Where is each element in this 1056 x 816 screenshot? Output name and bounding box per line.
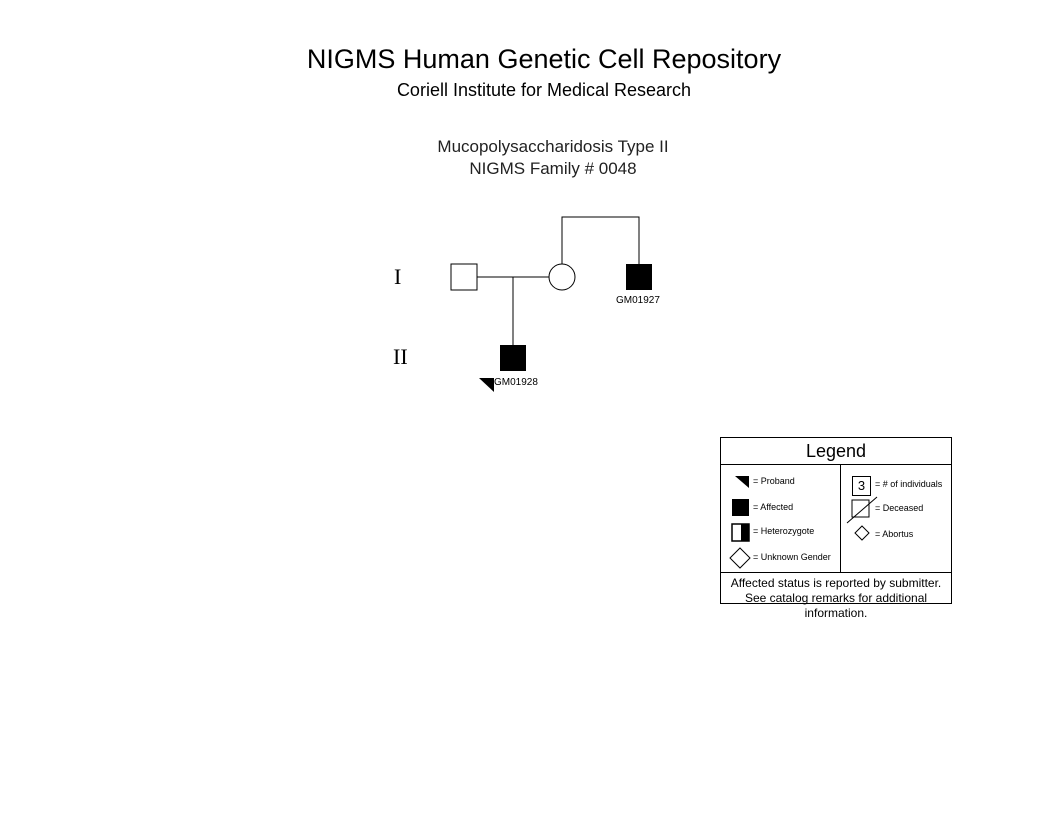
male-affected-symbol bbox=[626, 264, 652, 290]
legend-affected-label: = Affected bbox=[753, 502, 794, 512]
number-box-icon: 3 bbox=[852, 476, 871, 496]
legend-title: Legend bbox=[721, 438, 951, 465]
male-unaffected-symbol bbox=[450, 263, 478, 291]
legend-individuals-label: = # of individuals bbox=[875, 479, 943, 489]
page-subtitle: Coriell Institute for Medical Research bbox=[396, 80, 692, 100]
legend-deceased-label: = Deceased bbox=[875, 503, 924, 513]
family-number: NIGMS Family # 0048 bbox=[469, 159, 637, 178]
legend-divider bbox=[840, 465, 841, 572]
proband-affected-symbol bbox=[500, 345, 526, 371]
proband-arrow-icon bbox=[479, 378, 494, 392]
deceased-square-icon bbox=[846, 496, 878, 524]
legend-body: = Proband = Affected = Heterozygote = Un… bbox=[721, 465, 951, 573]
individual-id-label: GM01927 bbox=[616, 295, 660, 306]
page-title: NIGMS Human Genetic Cell Repository bbox=[306, 44, 782, 74]
unknown-gender-diamond-icon bbox=[729, 547, 751, 569]
legend-abortus-label: = Abortus bbox=[875, 529, 914, 539]
proband-arrow-icon bbox=[735, 476, 749, 488]
legend-unknown-gender-label: = Unknown Gender bbox=[753, 552, 831, 562]
legend-box: Legend = Proband = Affected = Heterozygo… bbox=[720, 437, 952, 620]
sibship-line bbox=[561, 216, 640, 264]
diagram-title: Mucopolysaccharidosis Type II bbox=[437, 137, 669, 156]
legend-proband-label: = Proband bbox=[753, 476, 795, 486]
legend-heterozygote-label: = Heterozygote bbox=[753, 526, 815, 536]
abortus-diamond-icon bbox=[854, 525, 870, 541]
generation-label-ii: II bbox=[393, 344, 408, 369]
generation-label-i: I bbox=[394, 264, 401, 289]
affected-square-icon bbox=[732, 499, 749, 516]
proband-id-label: GM01928 bbox=[494, 377, 538, 388]
heterozygote-square-icon bbox=[731, 523, 750, 542]
female-unaffected-symbol bbox=[548, 263, 576, 291]
legend-note: Affected status is reported by submitter… bbox=[730, 576, 942, 620]
